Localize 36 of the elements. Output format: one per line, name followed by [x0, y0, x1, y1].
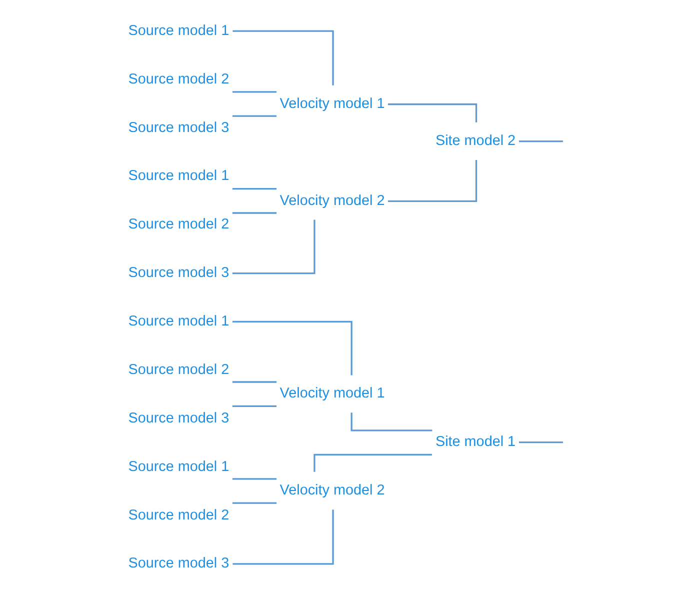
node-text: Source model 2: [128, 507, 230, 524]
connector: [232, 91, 276, 93]
connector: [314, 454, 432, 472]
connector: [232, 478, 276, 480]
node-text: Source model 3: [128, 556, 230, 572]
connector: [232, 510, 334, 565]
connector: [232, 188, 276, 190]
connector: [232, 30, 334, 86]
node-text: Site model 1: [435, 434, 516, 450]
connector: [519, 441, 563, 444]
connector: [519, 140, 563, 142]
connector: [232, 381, 276, 383]
node-text: Source model 1: [128, 314, 230, 330]
node-text: Velocity model 2: [280, 482, 385, 499]
connector: [388, 160, 478, 202]
node-text: Velocity model 2: [280, 192, 385, 209]
node-text: Velocity model 1: [280, 96, 385, 112]
node-text: Source model 1: [128, 168, 230, 184]
node-text: Source model 2: [128, 362, 230, 378]
node-text: Velocity model 1: [280, 386, 385, 402]
connector: [232, 502, 276, 504]
connector: [232, 320, 352, 376]
node-text: Source model 3: [128, 265, 230, 282]
connector: [232, 115, 276, 117]
node-text: Source model 3: [128, 410, 230, 426]
connector: [232, 220, 316, 274]
node-text: Site model 2: [435, 133, 516, 150]
connector: [232, 405, 276, 408]
node-text: Source model 2: [128, 71, 230, 88]
node-text: Source model 2: [128, 216, 230, 233]
node-text: Source model 1: [128, 22, 230, 39]
connector: [388, 103, 478, 122]
node-text: Source model 1: [128, 458, 230, 475]
node-text: Source model 3: [128, 120, 230, 136]
connector: [350, 412, 432, 432]
connector: [232, 212, 276, 214]
